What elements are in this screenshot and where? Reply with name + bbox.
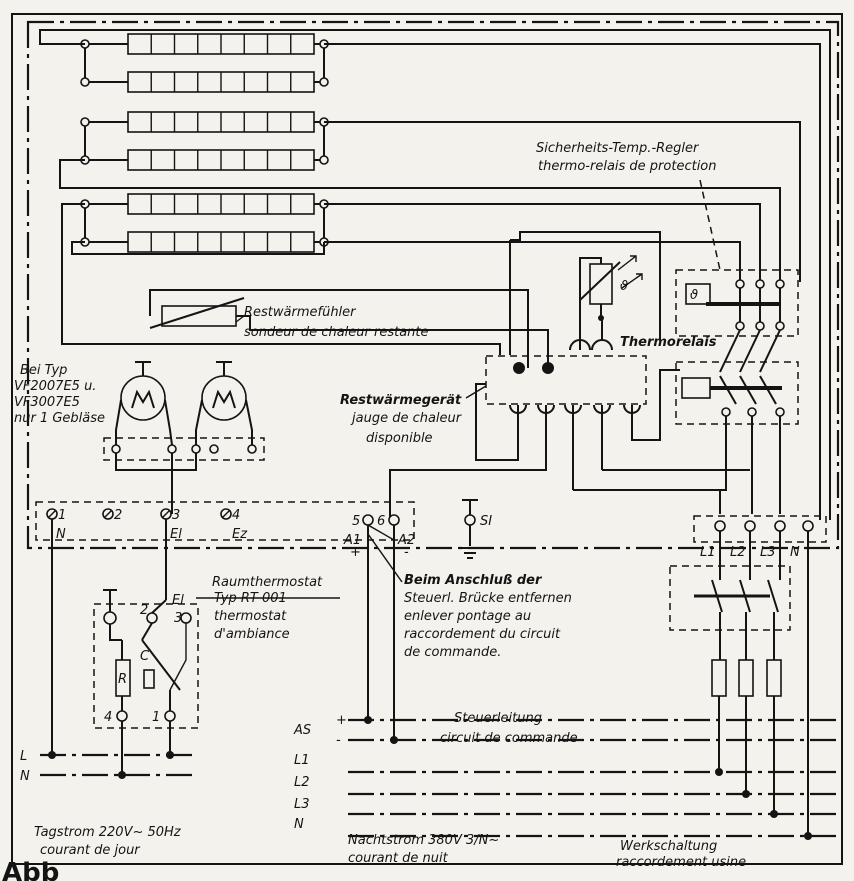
sensor-label-de: Restwärmefühler xyxy=(244,305,357,320)
sensor-label-fr: sondeur de chaleur restante xyxy=(244,325,429,340)
terminal-plus: + xyxy=(350,545,361,560)
bridge-note-4: raccordement du circuit xyxy=(404,627,561,642)
factory-fr: raccordement usine xyxy=(616,855,746,870)
line-minus: - xyxy=(336,733,341,748)
line-L1: L1 xyxy=(294,753,310,768)
figure-caption: Abb xyxy=(2,858,59,881)
main-L1: L1 xyxy=(700,545,716,560)
terminal-El: El xyxy=(170,527,182,542)
terminal-A1: A1 xyxy=(343,533,361,548)
line-plus: + xyxy=(336,713,347,728)
factory-de: Werkschaltung xyxy=(620,839,717,854)
fan-note-4: nur 1 Gebläse xyxy=(14,411,105,426)
bridge-note-2: Steuerl. Brücke entfernen xyxy=(404,591,572,606)
thermostat-C: C xyxy=(140,649,150,664)
main-terminals xyxy=(669,515,827,838)
thermostat-fr2: d'ambiance xyxy=(214,627,290,642)
svg-text:ϑ: ϑ xyxy=(620,279,628,294)
main-L2: L2 xyxy=(730,545,746,560)
terminal-6: 6 xyxy=(377,514,385,529)
night-current-fr: courant de nuit xyxy=(348,851,449,866)
thermorelay-label: Thermorelais xyxy=(620,335,717,350)
control-line-de: Steuerleitung xyxy=(454,711,542,726)
main-L3: L3 xyxy=(760,545,776,560)
thermostat-t3: 3 xyxy=(174,611,182,626)
terminal-A2: A2 xyxy=(397,533,415,548)
fan-note-3: VF3007E5 xyxy=(14,395,80,410)
thermostat-t4: 4 xyxy=(104,710,112,725)
terminal-N: N xyxy=(56,527,66,542)
thermostat-title: Raumthermostat xyxy=(212,575,323,590)
bridge-note-5: de commande. xyxy=(404,645,501,660)
terminal-2: 2 xyxy=(114,508,122,523)
bridge-note-3: enlever pontage au xyxy=(404,609,531,624)
heating-elements xyxy=(80,33,329,253)
device-label-fr1: jauge de chaleur xyxy=(350,411,463,426)
terminal-5: 5 xyxy=(352,514,360,529)
safety-label-fr: thermo-relais de protection xyxy=(538,159,717,174)
line-AS: AS xyxy=(293,723,311,738)
control-line-fr: circuit de commande xyxy=(440,731,578,746)
residual-heat-sensor xyxy=(149,289,549,368)
device-wire xyxy=(389,420,547,520)
terminal-4: 4 xyxy=(232,508,240,523)
terminal-Ez: Ez xyxy=(232,527,248,542)
main-N: N xyxy=(790,545,800,560)
element-wiring xyxy=(39,29,831,520)
terminal-SI: SI xyxy=(480,514,492,529)
terminal-strip xyxy=(35,499,480,755)
thermostat-t2: 2 xyxy=(140,603,148,618)
svg-text:ϑ: ϑ xyxy=(690,288,698,303)
terminal-1: 1 xyxy=(58,508,66,523)
residual-heat-device: ϑ xyxy=(485,255,680,490)
device-wire xyxy=(475,383,519,461)
day-current-de: Tagstrom 220V~ 50Hz xyxy=(34,825,182,840)
line-L2: L2 xyxy=(294,775,310,790)
labels: Sicherheits-Temp.-Regler thermo-relais d… xyxy=(2,141,800,881)
thermo-relay xyxy=(573,329,799,514)
line-N: N xyxy=(20,769,30,784)
device-wire xyxy=(510,231,661,340)
line-L3: L3 xyxy=(294,797,310,812)
thermostat-t1: 1 xyxy=(152,710,160,725)
fan-note-2: VF2007E5 u. xyxy=(14,379,96,394)
day-current-fr: courant de jour xyxy=(40,843,141,858)
thermostat-fr1: thermostat xyxy=(214,609,287,624)
supply-lines xyxy=(40,315,838,840)
safety-thermostat: ϑ xyxy=(675,179,799,337)
safety-label-de: Sicherheits-Temp.-Regler xyxy=(536,141,700,156)
thermostat-El: El xyxy=(172,593,184,608)
fans xyxy=(103,361,265,514)
terminal-3: 3 xyxy=(172,508,180,523)
line-N-right: N xyxy=(294,817,304,832)
outer-frame xyxy=(11,13,843,865)
bridge-note-1: Beim Anschluß der xyxy=(404,573,543,588)
thermostat-R: R xyxy=(118,672,127,687)
device-label-fr2: disponible xyxy=(366,431,433,446)
device-label-de: Restwärmegerät xyxy=(340,393,462,408)
fan-note-1: Bei Typ xyxy=(20,363,67,378)
night-current-de: Nachtstrom 380V 3/N~ xyxy=(348,833,499,848)
room-thermostat xyxy=(93,589,199,775)
line-L: L xyxy=(20,749,27,764)
appliance-boundary xyxy=(26,20,840,550)
thermostat-type: Typ RT 001 xyxy=(214,591,287,606)
terminal-minus: - xyxy=(404,545,409,560)
